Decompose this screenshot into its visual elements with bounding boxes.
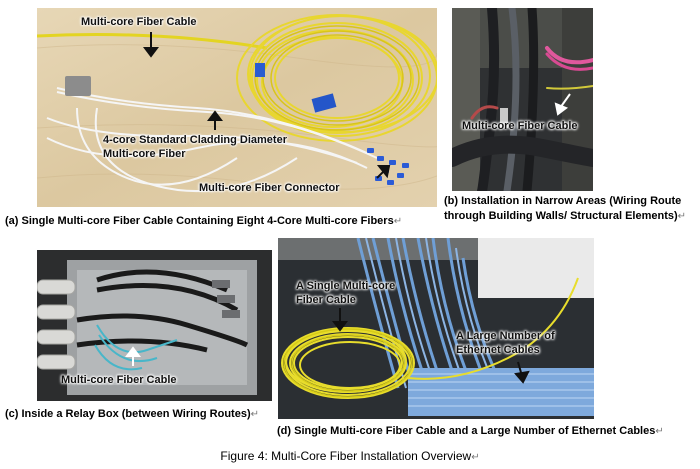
label-c-cable: Multi-core Fiber Cable	[61, 374, 177, 386]
photo-c-image	[37, 250, 272, 401]
photo-c-relay-box: Multi-core Fiber Cable	[37, 250, 272, 401]
label-a-cable: Multi-core Fiber Cable	[81, 16, 197, 28]
photo-b-narrow-area: Multi-core Fiber Cable	[452, 8, 593, 191]
label-a-cladding-line1: 4-core Standard Cladding Diameter	[103, 134, 287, 146]
paragraph-mark: ↵	[471, 452, 480, 463]
label-b-cable: Multi-core Fiber Cable	[462, 120, 578, 132]
caption-c: (c) Inside a Relay Box (between Wiring R…	[5, 407, 259, 422]
photo-d-image	[278, 238, 594, 419]
figure-caption: Figure 4: Multi-Core Fiber Installation …	[0, 449, 700, 463]
label-d-ethernet-line1: A Large Number of	[456, 330, 555, 342]
caption-b-line2: through Building Walls/ Structural Eleme…	[444, 209, 686, 224]
photo-a-image	[37, 8, 437, 207]
paragraph-mark: ↵	[393, 216, 403, 227]
caption-a-text: (a) Single Multi-core Fiber Cable Contai…	[5, 215, 394, 227]
label-a-connector: Multi-core Fiber Connector	[199, 182, 340, 194]
caption-d: (d) Single Multi-core Fiber Cable and a …	[277, 424, 664, 439]
caption-c-text: (c) Inside a Relay Box (between Wiring R…	[5, 408, 251, 420]
label-d-ethernet-line2: Ethernet Cables	[456, 344, 540, 356]
figure-caption-text: Figure 4: Multi-Core Fiber Installation …	[220, 449, 472, 463]
paragraph-mark: ↵	[655, 426, 664, 437]
caption-b-line1: (b) Installation in Narrow Areas (Wiring…	[444, 195, 682, 207]
label-d-single-line2: Fiber Cable	[296, 294, 356, 306]
paragraph-mark: ↵	[677, 211, 687, 222]
caption-a: (a) Single Multi-core Fiber Cable Contai…	[5, 214, 402, 229]
label-a-cladding-line2: Multi-core Fiber	[103, 148, 186, 160]
photo-d-ethernet-cables: A Single Multi-core Fiber Cable A Large …	[278, 238, 594, 419]
caption-b-line2-text: through Building Walls/ Structural Eleme…	[444, 210, 678, 222]
photo-b-image	[452, 8, 593, 191]
photo-a-fiber-cable: Multi-core Fiber Cable 4-core Standard C…	[37, 8, 437, 207]
label-d-single-line1: A Single Multi-core	[296, 280, 396, 292]
caption-d-text: (d) Single Multi-core Fiber Cable and a …	[277, 425, 656, 437]
paragraph-mark: ↵	[250, 409, 259, 420]
